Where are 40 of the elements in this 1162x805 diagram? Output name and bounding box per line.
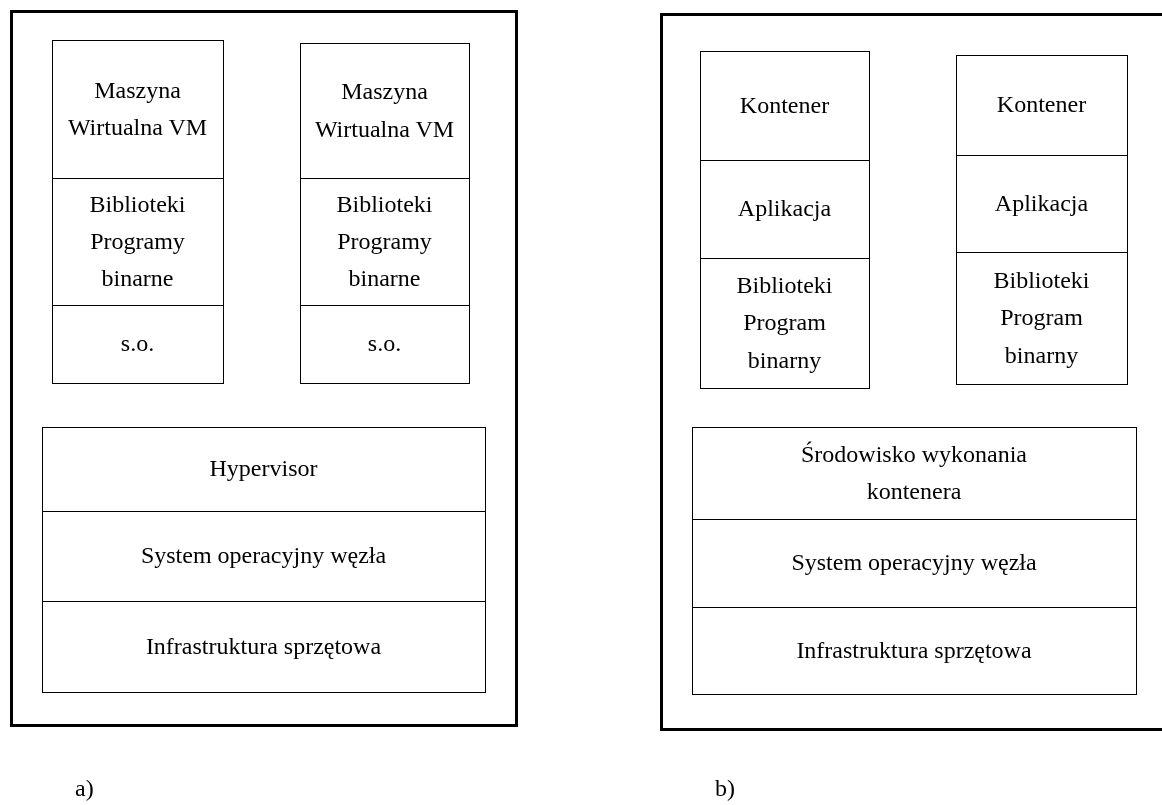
panel-label: b) (715, 775, 735, 802)
layer-box (299, 177, 470, 306)
layer-label: Biblioteki Program binarny (992, 266, 1091, 370)
layer-label: Kontener (996, 90, 1087, 120)
layer-box (699, 50, 870, 161)
layer-box (299, 42, 470, 179)
layer-label: Środowisko wykonania kontenera (800, 439, 1028, 506)
layer-box (955, 54, 1128, 156)
layer-label: System operacyjny węzła (140, 541, 387, 571)
layer-label: s.o. (367, 329, 402, 359)
layer-label: Infrastruktura sprzętowa (145, 631, 382, 661)
layer-box (699, 159, 870, 259)
layer-label: System operacyjny węzła (791, 548, 1037, 578)
layer-label: s.o. (120, 329, 155, 359)
layer-label: Maszyna Wirtualna VM (66, 75, 209, 142)
panel-frame (660, 13, 1162, 731)
layer-label: Biblioteki Programy binarne (335, 189, 434, 294)
layer-box (691, 426, 1137, 520)
layer-box (955, 251, 1128, 385)
layer-label: Infrastruktura sprzętowa (796, 635, 1032, 665)
panel-frame (10, 10, 518, 727)
panel-label: a) (75, 775, 94, 802)
layer-box (299, 304, 470, 384)
layer-label: Biblioteki Program binarny (735, 271, 834, 375)
layer-box (955, 154, 1128, 253)
layer-box (699, 257, 870, 389)
layer-label: Aplikacja (737, 194, 832, 224)
layer-box (41, 426, 486, 512)
layer-label: Biblioteki Programy binarne (88, 189, 187, 294)
layer-box (51, 177, 224, 306)
layer-label: Hypervisor (209, 454, 318, 484)
layer-label: Maszyna Wirtualna VM (313, 77, 456, 144)
layer-box (691, 518, 1137, 608)
layer-box (41, 600, 486, 693)
layer-box (51, 39, 224, 179)
layer-box (51, 304, 224, 384)
layer-label: Aplikacja (994, 188, 1089, 218)
layer-label: Kontener (739, 90, 830, 120)
layer-box (41, 510, 486, 602)
layer-box (691, 606, 1137, 695)
